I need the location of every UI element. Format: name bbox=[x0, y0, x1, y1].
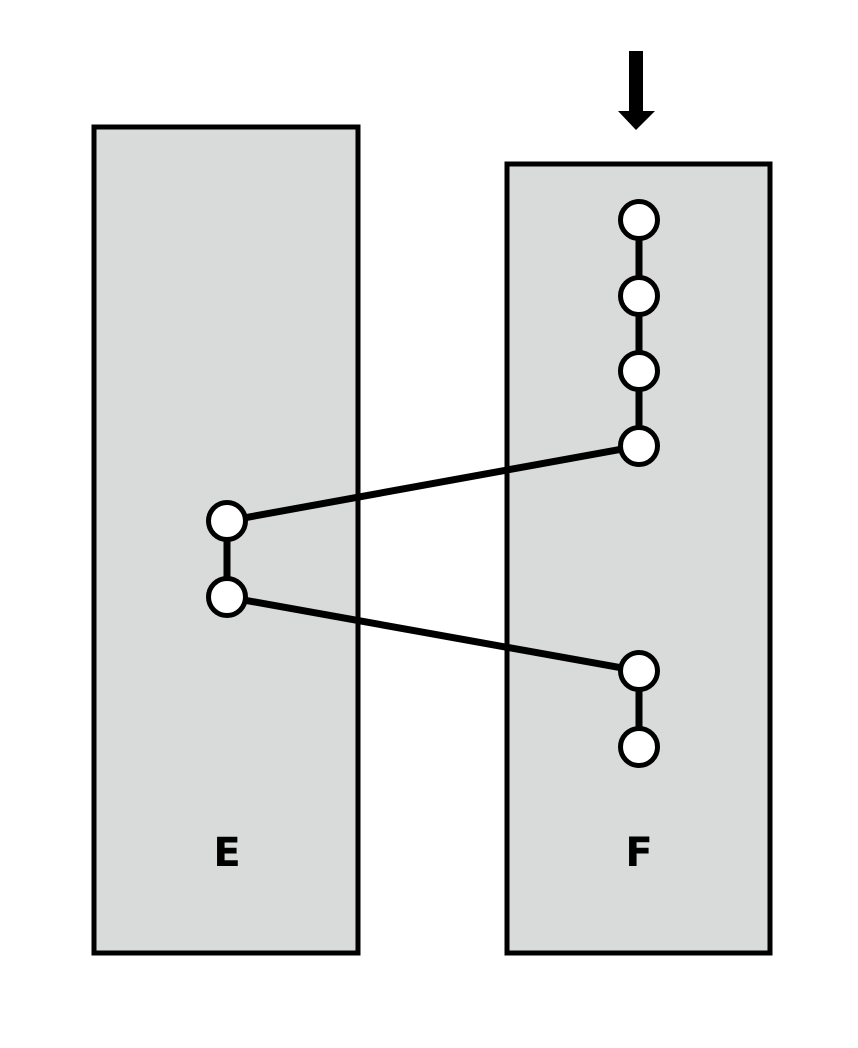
panel-f-label: F bbox=[625, 830, 652, 876]
node bbox=[618, 726, 660, 768]
down-arrow-icon bbox=[618, 51, 655, 130]
node bbox=[206, 500, 248, 542]
node bbox=[618, 650, 660, 692]
edge bbox=[226, 442, 640, 525]
node bbox=[618, 275, 660, 317]
node bbox=[206, 576, 248, 618]
panel-e-label: E bbox=[213, 830, 240, 876]
edge bbox=[226, 593, 640, 675]
node bbox=[618, 350, 660, 392]
node bbox=[618, 425, 660, 467]
node bbox=[618, 199, 660, 241]
